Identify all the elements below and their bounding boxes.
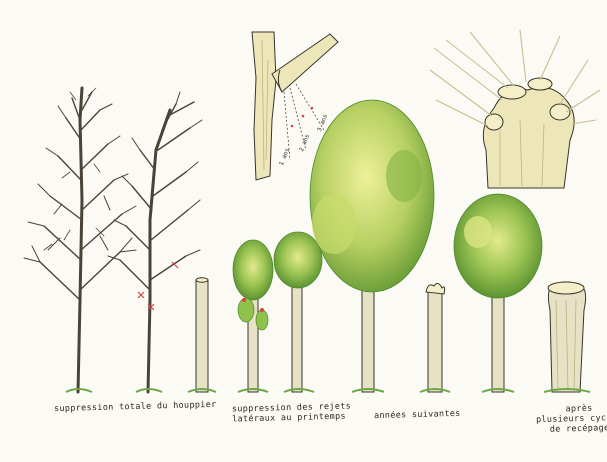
small-crown-tree	[274, 232, 322, 392]
cut-trunk-1	[188, 278, 216, 392]
caption-apres-cycles: après plusieurs cycles de recépage	[536, 403, 607, 435]
large-crown-tree	[310, 100, 434, 392]
cut-trunk-2	[420, 283, 450, 392]
old-pollard-trunk	[544, 282, 590, 392]
cut-marks	[138, 262, 178, 310]
round-crown-tree	[454, 194, 542, 392]
pollard-head-sketch	[430, 30, 600, 188]
bare-tree-cut	[108, 92, 202, 392]
caption-suppression-rejets: suppression des rejets latéraux au print…	[232, 401, 352, 424]
trunk-with-rejets	[233, 240, 273, 392]
bare-tree-1	[24, 88, 136, 392]
